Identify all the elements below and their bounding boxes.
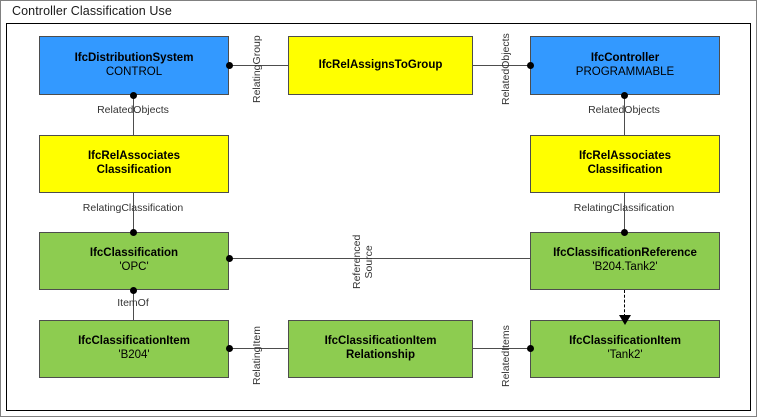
edge-label-relatedobjects-left: RelatedObjects [97,104,169,116]
edge-relatedobjects-right-line [624,95,625,135]
node-title: IfcRelAssignsToGroup [318,58,443,71]
node-value: Classification [96,164,172,176]
node-title: IfcRelAssociates [87,150,181,163]
edge-endpoint-dot [226,255,233,262]
node-value: 'OPC' [119,261,149,273]
node-title: IfcClassificationItem [324,335,437,348]
node-title: IfcClassificationItem [569,335,681,348]
edge-relatedobjects-left-line [133,95,134,135]
node-value: Relationship [345,349,415,361]
node-ifcrelassignstogroup[interactable]: IfcRelAssignsToGroup [288,36,473,95]
edge-referencedsource-line [229,258,530,259]
node-title: IfcClassification [89,247,179,260]
edge-label-referencedsource: Referenced Source [351,234,375,289]
node-value: CONTROL [105,65,163,78]
node-value: 'B204.Tank2' [592,261,658,273]
node-ifcclassificationitem-b204[interactable]: IfcClassificationItem 'B204' [39,320,229,378]
node-value: PROGRAMMABLE [575,65,675,78]
edge-itemof-line [133,290,134,329]
edge-label-relateditems: RelatedItems [500,325,512,387]
edge-relatingclassification-right-line [624,193,625,232]
edge-endpoint-dot [130,229,137,236]
node-title: IfcRelAssociates [578,150,672,163]
edge-label-relatingclassification-right: RelatingClassification [573,202,675,214]
edge-endpoint-dot [226,62,233,69]
edge-relatinggroup-line [229,65,288,66]
node-ifcclassificationitemrelationship[interactable]: IfcClassificationItem Relationship [288,320,473,378]
node-ifcclassificationreference[interactable]: IfcClassificationReference 'B204.Tank2' [530,232,720,290]
edge-endpoint-dot [130,92,137,99]
edge-relatingclassification-left-line [133,193,134,232]
node-title: IfcController [590,51,660,64]
edge-label-relatedobjects-group: RelatedObjects [500,33,512,105]
edge-endpoint-dot [527,345,534,352]
edge-reference-to-item-dashed-line [624,290,625,317]
edge-endpoint-dot [621,229,628,236]
edge-relateditems-line [473,348,530,349]
edge-endpoint-dot [130,287,137,294]
edge-label-itemof: ItemOf [117,297,149,309]
edge-label-relatinggroup: RelatingGroup [251,35,263,103]
node-ifcrelassociatesclassification-right[interactable]: IfcRelAssociates Classification [530,135,720,193]
node-value: 'Tank2' [607,349,643,361]
edge-label-relatingitem: RelatingItem [251,326,263,385]
node-ifcdistributionsystem[interactable]: IfcDistributionSystem CONTROL [39,36,229,95]
edge-endpoint-dot [527,62,534,69]
edge-label-relatingclassification-left: RelatingClassification [82,202,184,214]
node-title: IfcDistributionSystem [74,51,194,64]
edge-endpoint-dot [621,92,628,99]
figure-caption: Controller Classification Use [12,4,172,18]
node-ifcclassificationitem-tank2[interactable]: IfcClassificationItem 'Tank2' [530,320,720,378]
node-value: Classification [587,164,663,176]
edge-label-relatedobjects-right: RelatedObjects [588,104,660,116]
node-ifcclassification[interactable]: IfcClassification 'OPC' [39,232,229,290]
node-title: IfcClassificationItem [78,335,190,348]
arrowhead-icon [619,315,631,325]
node-ifccontroller[interactable]: IfcController PROGRAMMABLE [530,36,720,95]
edge-relatedobjects-line [473,65,530,66]
edge-endpoint-dot [226,345,233,352]
node-ifcrelassociatesclassification-left[interactable]: IfcRelAssociates Classification [39,135,229,193]
edge-relatingitem-line [229,348,288,349]
node-value: 'B204' [118,349,150,361]
node-title: IfcClassificationReference [553,247,697,260]
